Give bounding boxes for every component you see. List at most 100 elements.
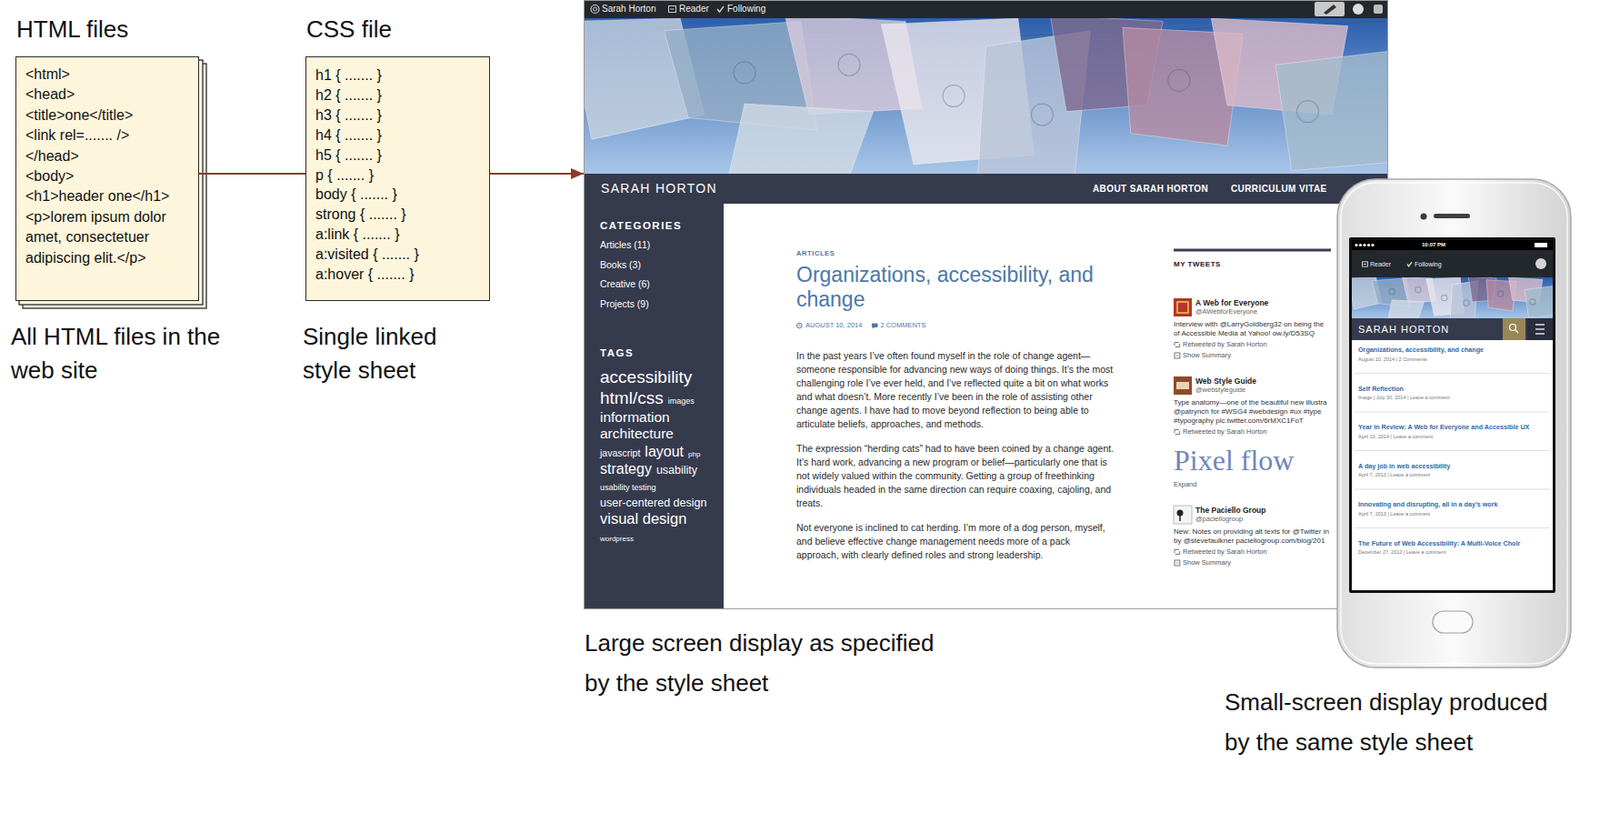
signal-dot (1354, 243, 1358, 247)
text-column: accessibilityhtml/cssimagesinformation a… (600, 367, 720, 545)
text-column: Sarah Horton (590, 3, 656, 15)
phone-camera (1420, 213, 1428, 220)
fabric-flag (1388, 300, 1425, 319)
retweet-icon (1174, 342, 1180, 347)
site-title: SARAH HORTON (600, 180, 718, 197)
nav-link: CURRICULUM VITAE (1230, 182, 1328, 195)
fabric-flag (1275, 49, 1389, 170)
sum-icon (1174, 560, 1180, 566)
tag-link: user-centered design (600, 496, 707, 510)
check-icon (717, 6, 724, 12)
fabric-swirl (1441, 294, 1448, 300)
css-rule: a:hover { ....... } (315, 264, 415, 285)
text-column: Reader (1361, 260, 1391, 269)
sep-icon (1354, 450, 1550, 451)
wp-icon (590, 5, 600, 14)
check-icon (717, 6, 724, 12)
tweet-text: Retweeted by Sarah Horton (1173, 427, 1330, 437)
toolbar-text: Reader (1361, 260, 1391, 269)
article-paragraph: In the past years I’ve often found mysel… (796, 349, 1115, 431)
widget-rule (1173, 249, 1331, 252)
wordpress-logo (590, 5, 600, 14)
post-link: Self Reflection (1358, 384, 1546, 394)
article-meta: AUGUST 10, 2014 (796, 320, 862, 330)
fabric-swirl (733, 61, 756, 84)
text-column: MY TWEETSA Web for Everyone@AWebforEvery… (1173, 260, 1330, 568)
check-icon (1407, 261, 1412, 267)
code-line: <html> (25, 64, 70, 85)
text-column: Following (1406, 260, 1442, 269)
sidebar-heading: TAGS (600, 346, 634, 360)
fabric-swirl (1530, 299, 1536, 305)
tweet-text: Retweeted by Sarah Horton (1173, 547, 1330, 557)
text-column: SARAH HORTON (1358, 323, 1450, 336)
avatar-detail (1177, 510, 1184, 517)
caption: Single linked style sheet (302, 320, 462, 388)
post-link: The Future of Web Accessibility: A Multi… (1358, 539, 1546, 549)
category-link: Books (3) (600, 255, 719, 276)
fabric-swirl (1389, 289, 1395, 295)
css-rule: h1 { ....... } (315, 65, 382, 86)
rt-icon (1174, 550, 1180, 555)
status-bar (1351, 240, 1553, 250)
header-background (1351, 318, 1553, 340)
tweet-text: MY TWEETS (1173, 260, 1330, 270)
avatar-icon (1352, 3, 1364, 15)
css-rule: a:link { ....... } (315, 224, 400, 245)
tweet-text: @paciellogroup (1173, 514, 1330, 524)
code-line: <link rel=....... /> (25, 125, 130, 146)
category-link: Creative (6) (600, 274, 719, 295)
avatar-detail (1176, 381, 1190, 390)
phone-body (1337, 179, 1571, 668)
tweet-text: New: Notes on providing alt texts for @T… (1173, 527, 1330, 546)
status-time: 10:07 PM (1421, 241, 1446, 249)
post-separator (1354, 489, 1550, 490)
post-link: Innovating and disrupting, all in a day’… (1358, 500, 1546, 510)
category-link: Articles (11) (600, 235, 719, 256)
css-rule: a:visited { ....... } (315, 244, 420, 265)
sep-icon (1354, 372, 1550, 374)
article-meta: 2 COMMENTS (870, 320, 926, 330)
summary-icon-line (1176, 562, 1180, 564)
site-header-bar: SARAH HORTON ABOUT SARAH HORTON CURRICULUM… (583, 173, 1389, 204)
text-column: TAGS (600, 346, 634, 360)
category-link: CATEGORIES (600, 219, 719, 232)
clock-icon (797, 322, 803, 329)
sum-icon (1174, 352, 1180, 359)
retweet-icon (1174, 430, 1180, 434)
caption: Small-screen display produced by the sam… (1224, 681, 1566, 762)
tag-link: strategy (600, 460, 652, 478)
content-area: ARTICLESOrganizations, accessibility, an… (723, 203, 1389, 610)
fabric-swirl (1297, 100, 1320, 123)
css-rule: h4 { ....... } (315, 125, 382, 146)
fabric-swirl (1463, 300, 1470, 306)
text-column: ABOUT SARAH HORTON (1092, 182, 1209, 195)
tweet-text: Expand (1173, 480, 1330, 490)
reader-icon (669, 6, 677, 13)
reader-icon-line (1363, 263, 1367, 265)
post-link: Organizations, accessibility, and change (1358, 345, 1546, 355)
toolbar-text: Sarah Horton (590, 3, 656, 15)
retweet-icon-back (1175, 430, 1180, 435)
post-link: April 7, 2013 | Leave a comment (1358, 510, 1546, 518)
post-link: April 7, 2013 | Leave a comment (1358, 471, 1546, 479)
reader-icon (1362, 261, 1369, 267)
av0-icon (1173, 298, 1192, 317)
text-column: 10:07 PM (1421, 241, 1446, 249)
css-rule: h2 { ....... } (315, 85, 382, 106)
reader-icon (669, 6, 677, 13)
edit-button (1314, 1, 1345, 17)
fabric-flag (728, 103, 873, 174)
tag-link: images (668, 396, 695, 407)
banner-photo (1351, 277, 1553, 319)
caption: Large screen display as specified by the… (584, 622, 949, 703)
retweet-icon (1174, 550, 1180, 554)
post-link: A day job in web accessibility (1358, 461, 1546, 471)
code-line: <p>lorem ipsum dolor amet, consectetuer … (25, 207, 189, 269)
reader-icon-line (670, 9, 675, 10)
code-line: <head> (25, 84, 75, 105)
css-rule: strong { ....... } (315, 204, 407, 225)
fabric-swirl (942, 85, 965, 108)
wordpress-logo-inner (593, 7, 598, 11)
menu-icon-bar (1535, 332, 1545, 334)
